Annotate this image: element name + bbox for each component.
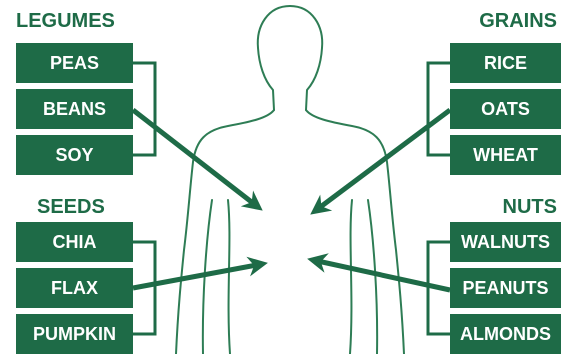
seeds-item-flax: FLAX <box>16 268 133 308</box>
left-torso-outline <box>228 200 230 354</box>
legumes-item-beans: BEANS <box>16 89 133 129</box>
seeds-item-chia: CHIA <box>16 222 133 262</box>
right-shoulder-arm-outline <box>306 110 404 354</box>
seeds-title: SEEDS <box>37 195 105 219</box>
right-inner-arm-outline <box>368 200 377 354</box>
arrows <box>133 110 450 290</box>
legumes-bracket <box>133 63 155 155</box>
nuts-item-almonds: ALMONDS <box>450 314 561 354</box>
legumes-title: LEGUMES <box>16 9 115 33</box>
legumes-item-peas: PEAS <box>16 43 133 83</box>
nuts-item-walnuts: WALNUTS <box>450 222 561 262</box>
human-body-outline <box>176 6 404 354</box>
nuts-title: NUTS <box>503 195 557 219</box>
grains-item-wheat: WHEAT <box>450 135 561 175</box>
left-shoulder-arm-outline <box>176 110 274 354</box>
head-outline <box>258 6 322 110</box>
grains-item-oats: OATS <box>450 89 561 129</box>
grains-arrow <box>315 110 450 211</box>
grains-title: GRAINS <box>479 9 557 33</box>
legumes-item-soy: SOY <box>16 135 133 175</box>
grains-bracket <box>428 63 450 155</box>
grains-item-rice: RICE <box>450 43 561 83</box>
right-torso-outline <box>350 200 352 354</box>
seeds-arrow <box>133 264 262 288</box>
seeds-item-pumpkin: PUMPKIN <box>16 314 133 354</box>
nuts-item-peanuts: PEANUTS <box>450 268 561 308</box>
